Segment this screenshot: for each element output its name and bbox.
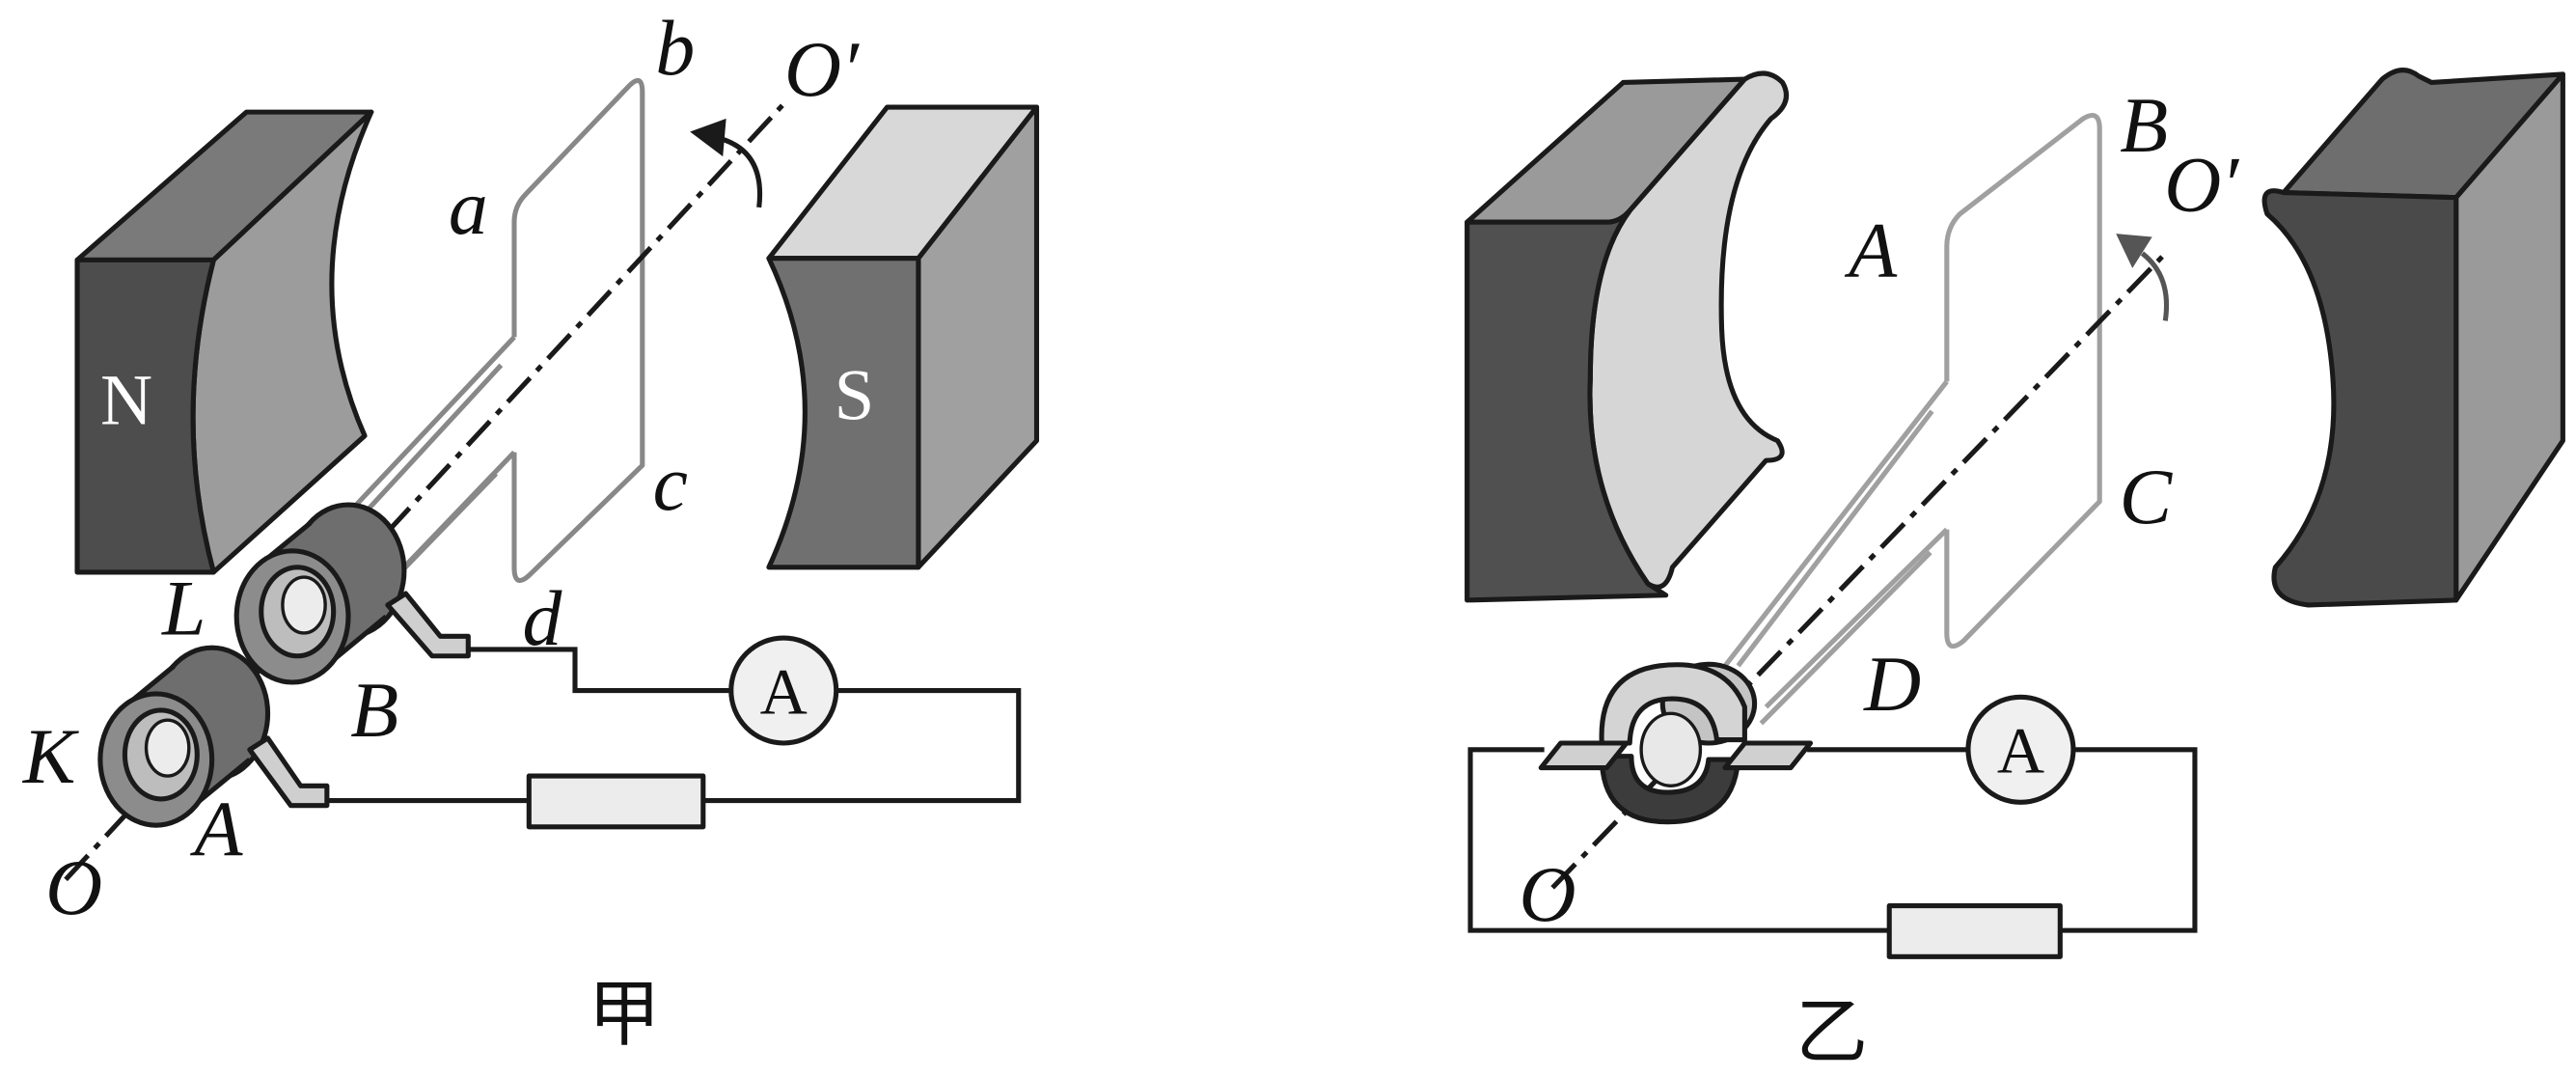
south-magnet: S [766,104,1040,570]
circuit-wire [466,647,731,694]
right-figure-left-magnet [1465,70,1790,603]
right-figure-right-magnet [2261,68,2565,608]
brush-A [247,735,330,809]
slip-ring-K [97,645,271,828]
coil-label-A: A [1844,206,1898,293]
magnet-top-face [2281,68,2565,201]
commutator-hole [1639,711,1703,787]
rotation-arrow-left [719,135,763,208]
coil-label-C: C [2120,453,2174,540]
coil-label-B: B [2120,81,2168,169]
brush-label-B: B [350,666,398,754]
circuit-wire [704,687,1022,804]
rotation-arrow-right [2140,251,2170,321]
lead-line [1759,550,1932,726]
brush-plate-left [1538,740,1630,771]
commutator-upper-half [1599,662,1747,746]
rotation-arrowhead-icon [690,118,726,157]
coil-right [1944,113,2102,649]
ring-label-L: L [161,565,206,652]
figure-caption-left: 甲 [589,972,661,1057]
brush-B [385,591,471,659]
circuit-wire [1467,747,1890,933]
south-pole-label: S [835,356,875,436]
rotation-arrowhead-icon [2116,234,2152,268]
ammeter-left [728,635,839,746]
slip-ring-L [233,502,407,685]
lead-line [1764,527,1949,709]
coil-label-c: c [653,439,688,527]
brush-plate-right [1722,740,1814,771]
figure-left: N S [22,4,1040,1057]
north-pole-label: N [100,361,152,441]
ammeter-label: A [1997,714,2044,787]
lead-line [349,335,516,511]
north-magnet: N [74,109,374,575]
ammeter-right [1965,694,2076,805]
lead-line [363,363,504,515]
resistor-right [1886,903,2063,959]
lead-line [392,471,499,581]
slip-ring-inner [281,575,327,635]
commutator [1599,661,1758,825]
ring-label-K: K [22,712,80,800]
axis-bottom-label: O [45,843,102,931]
circuit-wire [2060,747,2198,933]
lead-line [1722,379,1949,668]
axis-top-label: O′ [2164,140,2239,228]
south-magnet-front-face [766,256,921,570]
coil-leads-right [1722,379,1949,726]
brush-label-A: A [190,785,244,872]
slip-ring-inner [144,718,191,778]
resistor-left [526,773,706,830]
figure-right: A A B O′ C D O 乙 [1465,68,2565,1074]
coil-label-b: b [655,4,695,92]
lead-line [1736,409,1934,668]
coil-label-a: a [449,163,488,251]
coil-leads-left [349,335,516,581]
magnet-front-face [1465,207,1669,603]
axis-bottom-label: O [1520,850,1576,938]
magnet-front-face [2261,188,2459,608]
north-magnet-front-face [74,257,216,575]
coil-left [511,77,645,583]
axis-top-label: O′ [784,25,860,113]
ammeter-label: A [760,654,808,728]
coil-label-D: D [1863,640,1921,728]
coil-label-d: d [522,574,562,662]
figure-caption-right: 乙 [1795,989,1868,1074]
